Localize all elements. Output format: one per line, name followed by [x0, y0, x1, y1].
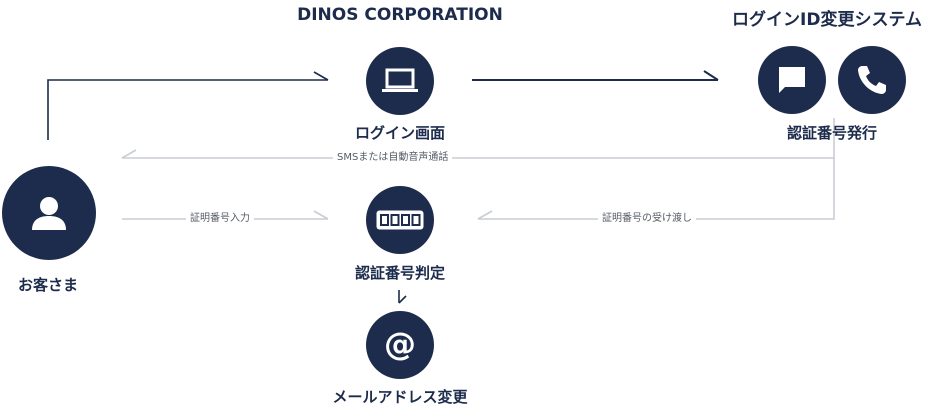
- system-heading: ログインID変更システム: [732, 10, 922, 30]
- code-check-label: 認証番号判定: [354, 264, 445, 282]
- arrowhead-to-customer: [121, 149, 137, 159]
- pin-code-icon: [376, 210, 424, 230]
- chat-icon: [779, 67, 805, 93]
- connector-customer-to-login: [47, 79, 328, 140]
- at-sign-icon: @: [384, 325, 416, 363]
- arrowhead-to-check-left: [313, 210, 329, 220]
- connector-system-to-check: [478, 158, 835, 220]
- email-change-label: メールアドレス変更: [332, 388, 468, 406]
- arrowhead-to-check-right: [477, 210, 493, 220]
- arrowhead-to-login: [313, 71, 329, 81]
- login-screen-node: [366, 47, 434, 115]
- arrowhead-to-email: [398, 295, 407, 304]
- svg-text:@: @: [384, 325, 416, 363]
- sms-node: [758, 46, 826, 114]
- user-icon: [32, 197, 66, 230]
- arrowhead-to-system: [703, 70, 719, 81]
- email-change-node: @: [366, 311, 434, 379]
- code-check-node: [366, 186, 434, 254]
- edge-label-sms-or-call: SMSまたは自動音声通話: [333, 152, 453, 164]
- connector-system-to-customer: [122, 118, 835, 159]
- customer-label: お客さま: [17, 276, 78, 294]
- company-heading: DINOS CORPORATION: [297, 5, 503, 25]
- edge-label-code-handover: 証明番号の受け渡し: [598, 213, 696, 225]
- laptop-icon: [382, 68, 418, 92]
- code-issue-label: 認証番号発行: [786, 124, 877, 142]
- edge-label-code-input: 証明番号入力: [186, 213, 254, 225]
- customer-node: [2, 166, 96, 260]
- login-screen-label: ログイン画面: [354, 124, 445, 142]
- phone-icon: [858, 66, 886, 94]
- call-node: [838, 46, 906, 114]
